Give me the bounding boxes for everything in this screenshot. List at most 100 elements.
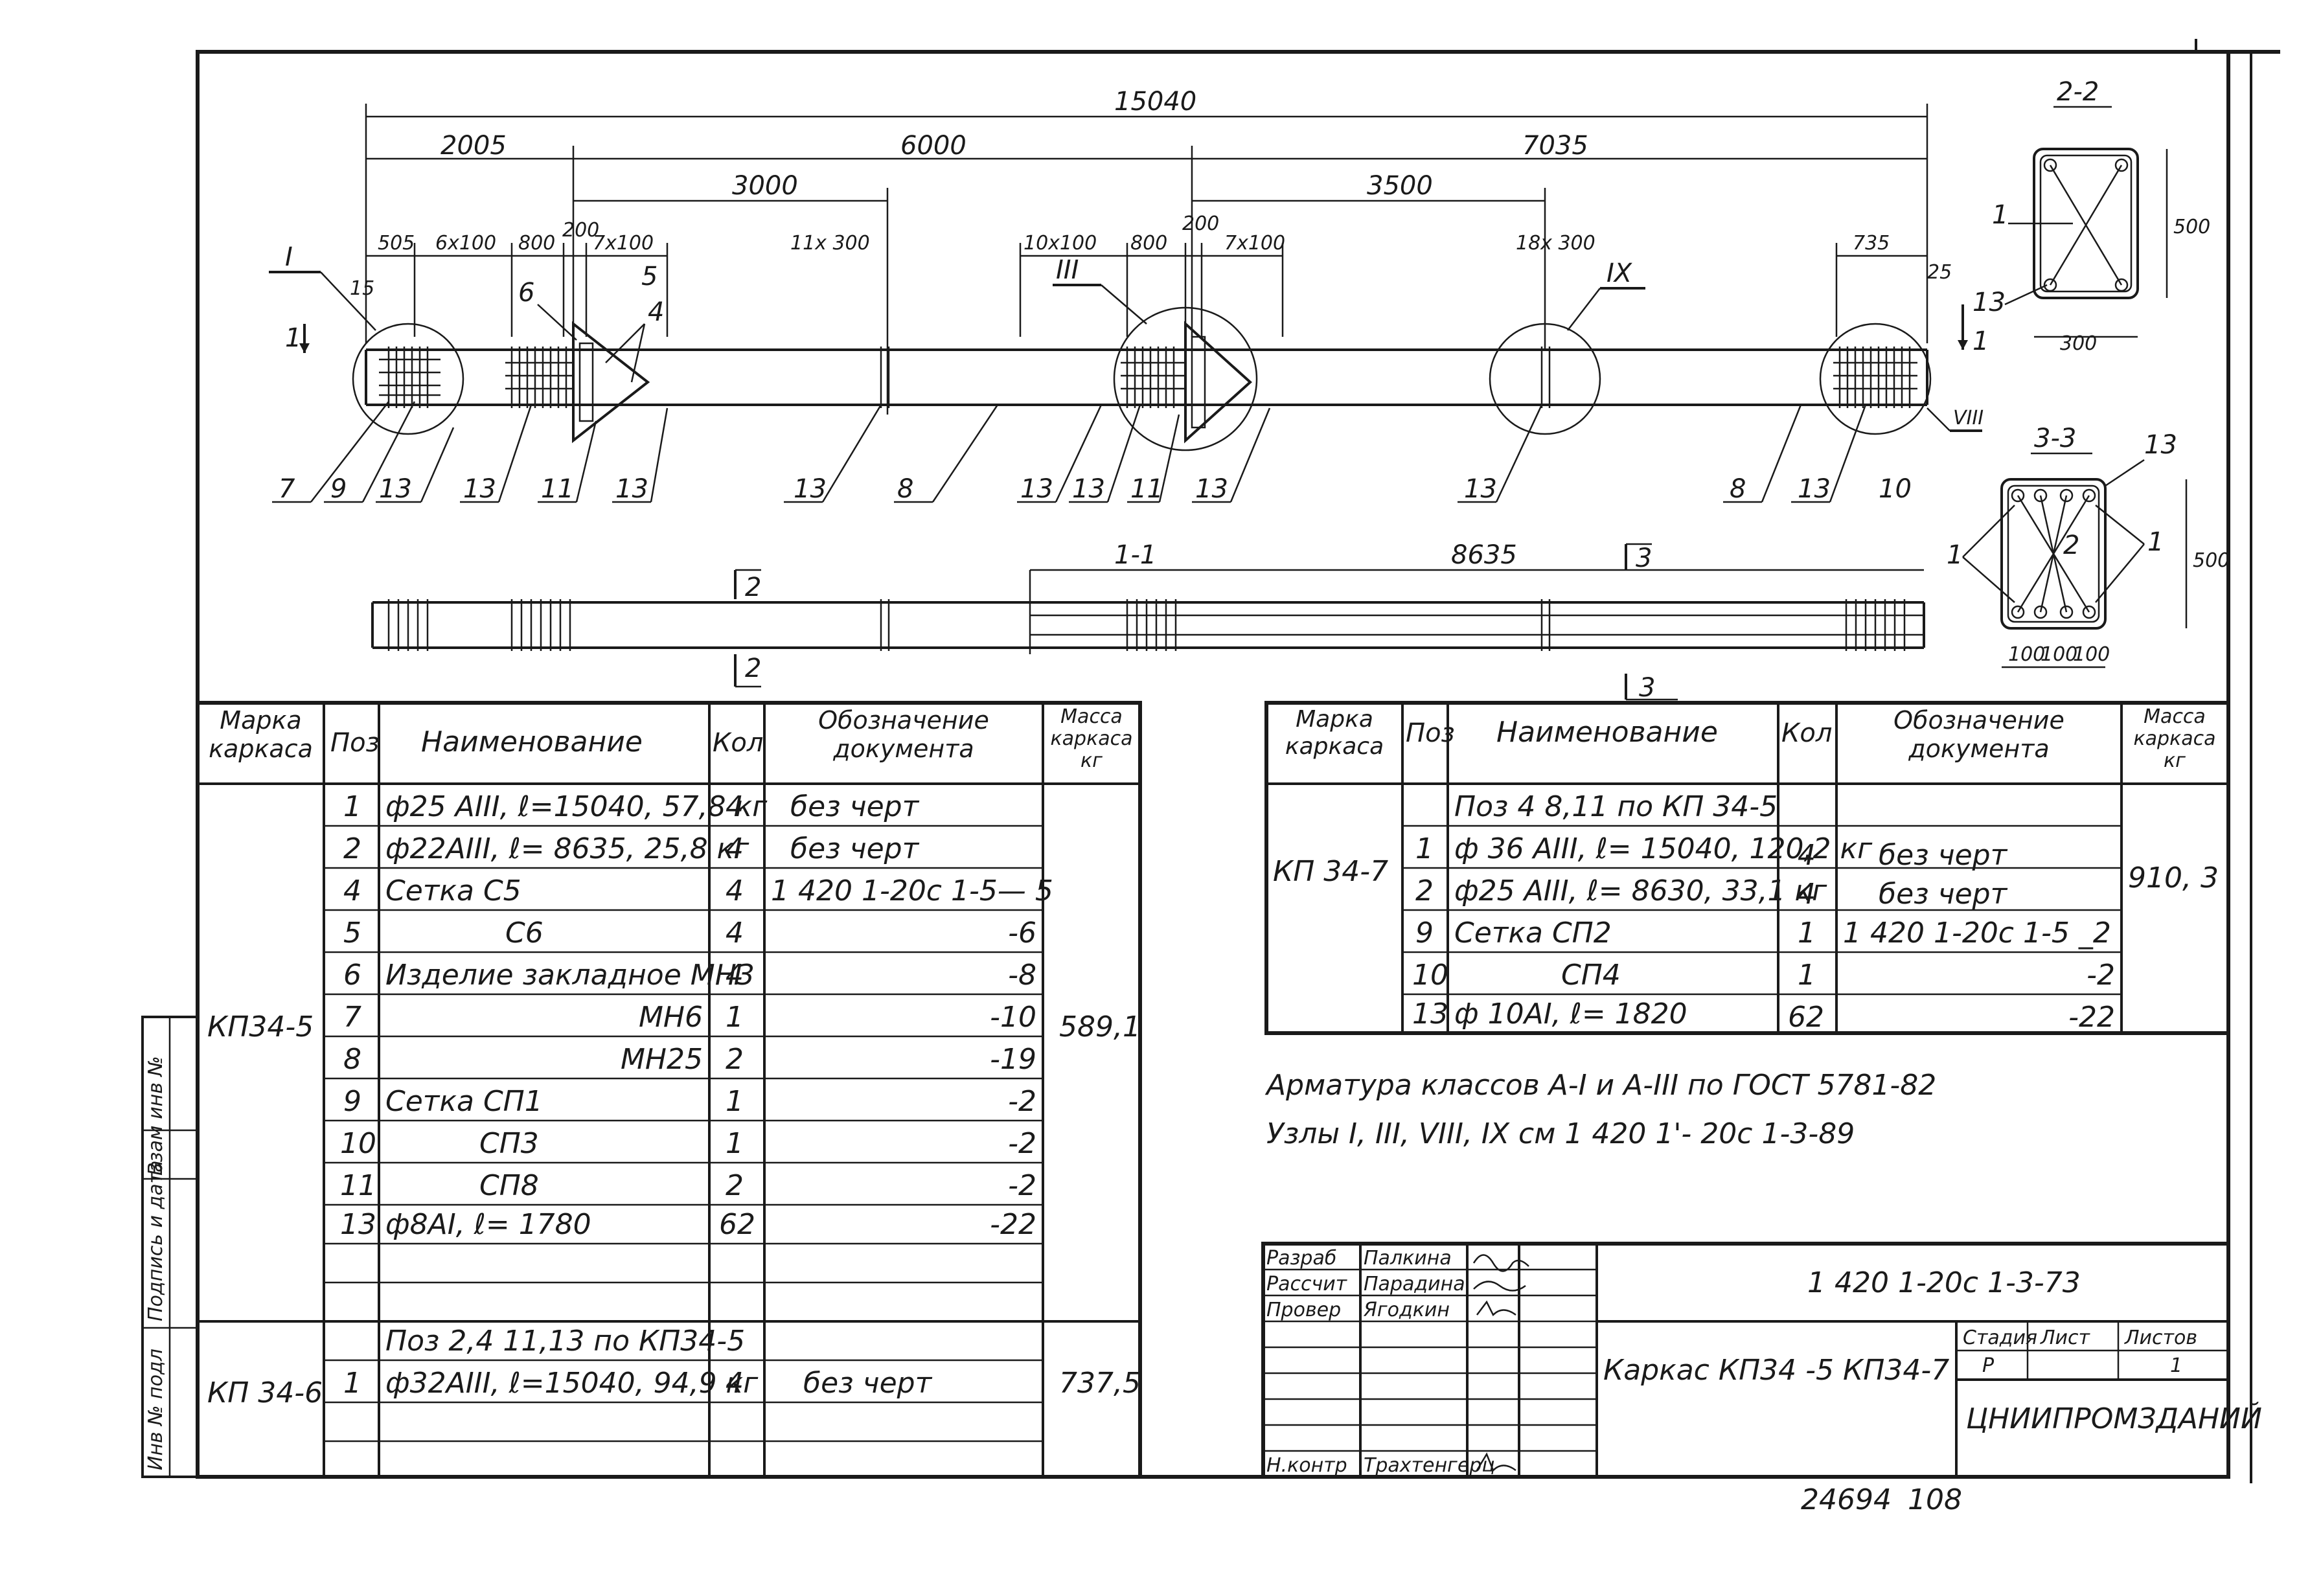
- node-circle-8: [1819, 323, 1932, 435]
- node-circle-9: [1489, 323, 1601, 435]
- row-pos: 4: [343, 874, 361, 907]
- sheets-value: 1: [2170, 1354, 2182, 1377]
- header-mark: Марка каркаса: [209, 706, 313, 763]
- dim-735: 735: [1853, 232, 1890, 255]
- row-doc: -22: [2068, 1001, 2115, 1034]
- row-qty: 1: [1798, 959, 1816, 992]
- pos-label: 10: [1879, 474, 1912, 504]
- dim-10x100: 10х100: [1023, 232, 1097, 255]
- pos-label: 13: [1464, 474, 1497, 504]
- row-name: Изделие закладное МН3: [385, 959, 755, 992]
- section-2-2-height: 500: [2173, 216, 2210, 238]
- row-doc: без черт: [803, 1367, 933, 1400]
- row-pos: 13: [340, 1208, 376, 1241]
- row-doc: 1 420 1-20с 1-5— 5: [771, 874, 1053, 907]
- header-qty: Кол: [713, 728, 763, 758]
- dim-7x100a: 7х100: [593, 232, 654, 255]
- row-doc: -2: [1008, 1127, 1036, 1160]
- section-2-2-title: 2-2: [2057, 77, 2099, 107]
- row-doc: -8: [1008, 959, 1036, 992]
- top-dimensions: 15040 2005 6000 7035 3000 3500 505 6х100…: [350, 87, 1952, 415]
- row-doc: без черт: [1879, 878, 2008, 911]
- row-qty: 4: [726, 959, 744, 992]
- row-doc: -2: [1008, 1085, 1036, 1118]
- row-doc: без черт: [790, 832, 920, 865]
- role: Н.контр: [1266, 1454, 1347, 1477]
- row-qty: 2: [726, 1169, 744, 1202]
- dim-800b: 800: [1130, 232, 1167, 255]
- section-mark-3a: 3: [1636, 543, 1652, 573]
- row-name: ф 36 АIII, ℓ= 15040, 120,2 кг: [1454, 832, 1873, 865]
- title-block: Разраб Рассчит Провер Н.контр Палкина Па…: [1261, 1242, 2262, 1479]
- header-pos: Поз: [330, 728, 380, 758]
- section-3-3-w2: 100: [2041, 643, 2077, 666]
- row-name: С6: [505, 917, 543, 950]
- row-qty: 62: [1788, 1001, 1824, 1034]
- pos-label: 13: [794, 474, 827, 504]
- side-stamp: Взам инв № Подпись и дата Инв № подл: [141, 1016, 199, 1478]
- signature: [1472, 1254, 1529, 1272]
- header-doc: Обозначение документа: [818, 706, 989, 763]
- row-name: ф25 АIII, ℓ= 8630, 33,1 кг: [1454, 874, 1827, 907]
- section-mark-1b: 1: [1973, 326, 1989, 356]
- row-doc: без черт: [1879, 839, 2008, 872]
- main-elevation: I III IX VIII 1 1 6 5 4: [269, 242, 1989, 504]
- mark-kp34-7: КП 34-7: [1273, 855, 1388, 888]
- section-mark-1a: 1: [285, 323, 301, 353]
- mark-kp34-5: КП34-5: [207, 1010, 314, 1043]
- row-qty: 4: [726, 1367, 744, 1400]
- section-2-2: 2-2 300 500 1 13: [1973, 77, 2210, 355]
- mark-kp34-6: КП 34-6: [207, 1376, 323, 1409]
- row-doc: -19: [990, 1043, 1036, 1076]
- dim-span1: 3000: [732, 171, 798, 201]
- signer-name: Парадина: [1364, 1273, 1465, 1295]
- header-name: Наименование: [1496, 716, 1718, 749]
- row-pos: 5: [343, 917, 361, 950]
- note-line-2: Узлы I, III, VIII, IX см 1 420 1'- 20с 1…: [1266, 1117, 1855, 1150]
- signer-name: Трахтенгерц: [1364, 1454, 1495, 1477]
- section-3-3-w1: 100: [2008, 643, 2045, 666]
- row-name: Сетка СП2: [1454, 917, 1612, 950]
- pos-label: 7: [279, 474, 295, 504]
- row-qty: 1: [726, 1001, 744, 1034]
- stage-value: Р: [1982, 1354, 1995, 1377]
- row-name: ф25 АIII, ℓ=15040, 57,8 кг: [385, 790, 768, 823]
- row-qty: 4: [726, 790, 744, 823]
- sheet-label: Лист: [2040, 1327, 2091, 1349]
- section-3-3-height: 500: [2193, 549, 2230, 572]
- section-3-3-w3: 100: [2073, 643, 2110, 666]
- pos-label: 9: [330, 474, 347, 504]
- pos-top-5: 5: [641, 262, 658, 291]
- spec-table-right: Марка каркаса Поз Наименование Кол Обозн…: [1264, 701, 2230, 1035]
- node-label-3: III: [1056, 255, 1079, 285]
- pos-label: 13: [379, 474, 412, 504]
- row-pos: 8: [343, 1043, 361, 1076]
- pos-label: 13: [463, 474, 496, 504]
- node-circle-3: [1113, 306, 1258, 451]
- row-name: МН25: [621, 1043, 703, 1076]
- dim-11x300: 11х 300: [790, 232, 870, 255]
- row-qty: 4: [726, 832, 744, 865]
- row-name: ф22АIII, ℓ= 8635, 25,8 кг: [385, 832, 749, 865]
- signature: [1476, 1300, 1516, 1317]
- doc-code: 1 420 1-20с 1-3-73: [1807, 1266, 2081, 1299]
- row-name: СП3: [479, 1127, 539, 1160]
- row-name: МН6: [639, 1001, 703, 1034]
- dim-8635: 8635: [1451, 540, 1517, 570]
- signature: [1473, 1281, 1526, 1292]
- row-qty: 1: [1798, 917, 1816, 950]
- row-doc: -22: [990, 1208, 1036, 1241]
- row-pos: 1: [1415, 832, 1434, 865]
- row-pos: 7: [343, 1001, 361, 1034]
- row-name: СП4: [1561, 959, 1621, 992]
- row-qty: 4: [726, 917, 744, 950]
- section-3-3-label-2: 2: [2063, 530, 2079, 560]
- stamp-inv-orig: Инв № подл: [144, 1349, 167, 1470]
- pos-label: 13: [1195, 474, 1228, 504]
- pos-top-4: 4: [648, 297, 664, 327]
- section-3-3: 3-3 13 1 1 2 500 100 100 100: [1947, 424, 2230, 668]
- row-pos: 9: [1415, 917, 1434, 950]
- header-qty: Кол: [1781, 718, 1832, 748]
- pos-top-6: 6: [518, 278, 534, 308]
- note-line-1: Арматура классов А-I и А-III по ГОСТ 578…: [1264, 1069, 1936, 1102]
